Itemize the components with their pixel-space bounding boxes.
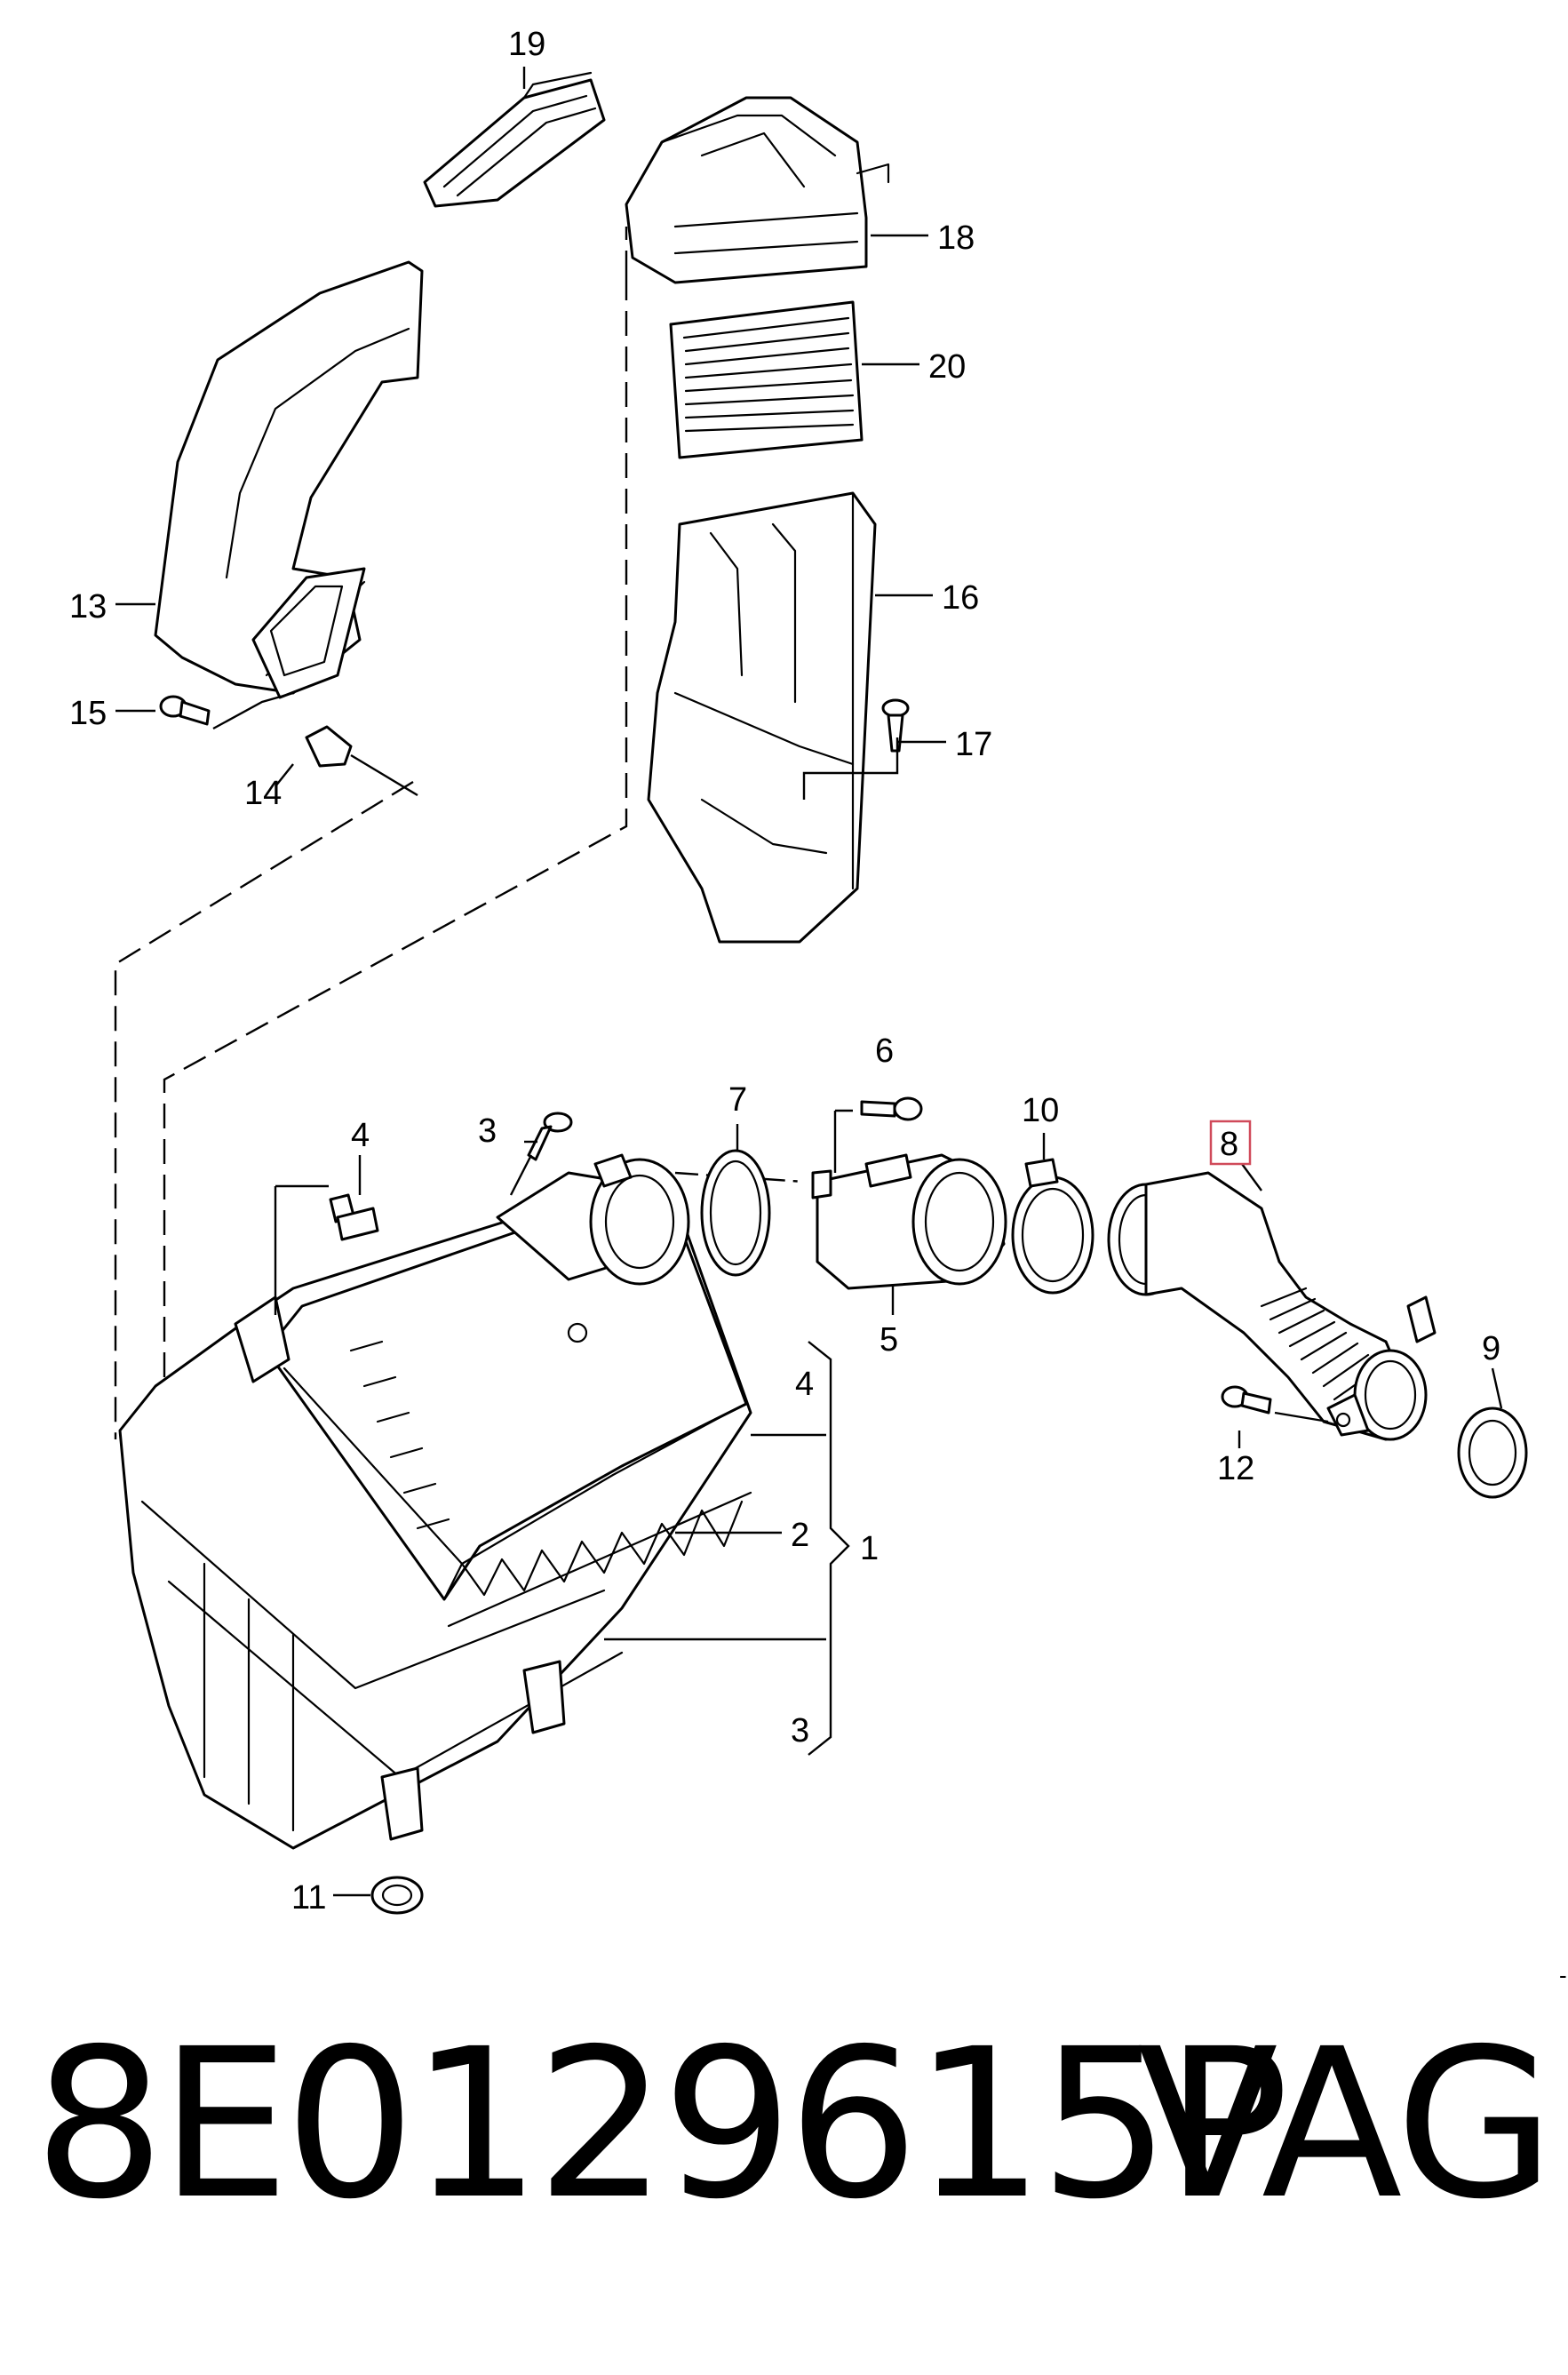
callout-12: 12 (1217, 1450, 1254, 1487)
callout-13: 13 (69, 588, 107, 626)
callout-6: 6 (875, 1032, 894, 1070)
callout-17: 17 (955, 726, 992, 763)
callout-11: 11 (291, 1879, 326, 1917)
part-5-maf-sensor (811, 1153, 1007, 1315)
callout-16: 16 (942, 579, 979, 617)
stray-mark: - (1559, 1962, 1567, 1988)
callout-15: 15 (69, 695, 107, 732)
callout-20: 20 (928, 348, 966, 386)
part-4-bolt (274, 1184, 379, 1315)
callout-14: 14 (244, 775, 282, 812)
part-7-o-ring (700, 1124, 771, 1277)
part-13-intake-duct (154, 260, 424, 699)
callout-8: 8 (1220, 1126, 1238, 1163)
callout-3-top: 3 (478, 1112, 497, 1150)
callout-10: 10 (1022, 1092, 1059, 1129)
part-6-screw (833, 1096, 923, 1173)
part-number-label: 8E0129615P (34, 2004, 1289, 2244)
part-8-intake-hose (1107, 1163, 1437, 1441)
callout-4-bracket: 4 (795, 1366, 814, 1403)
callout-4-top: 4 (351, 1117, 370, 1154)
part-18-filter-cover (625, 96, 890, 284)
part-11-grommet (333, 1876, 424, 1915)
part-20-filter-element (669, 300, 864, 459)
callout-9: 9 (1482, 1330, 1500, 1367)
part-1-filter-housing (118, 1171, 752, 1850)
brand-label: VAG (1137, 2004, 1555, 2244)
part-16-air-guide (647, 491, 877, 944)
part-3-screw (509, 1112, 573, 1196)
callout-2: 2 (791, 1517, 809, 1554)
callout-3-bracket: 3 (791, 1712, 809, 1749)
part-17-screw (802, 698, 910, 800)
callout-8-highlight-box (1209, 1120, 1252, 1166)
part-9-seal-ring (1457, 1367, 1528, 1499)
callout-19: 19 (508, 26, 545, 63)
leader-lines (115, 67, 1241, 1756)
callout-18: 18 (937, 219, 975, 257)
part-14-clip (305, 725, 418, 797)
housing-outlet-clamp (589, 1153, 690, 1286)
callout-1: 1 (860, 1530, 879, 1567)
part-10-hose-clamp (1011, 1133, 1094, 1295)
part-15-bolt (159, 691, 294, 730)
callout-7: 7 (728, 1081, 747, 1119)
callout-labels: 19 18 20 16 17 13 15 14 6 7 10 8 3 4 5 9… (69, 26, 1500, 1917)
callout-5: 5 (880, 1321, 898, 1359)
part-12-bolt (1221, 1385, 1329, 1423)
part-19-grille (423, 71, 606, 208)
